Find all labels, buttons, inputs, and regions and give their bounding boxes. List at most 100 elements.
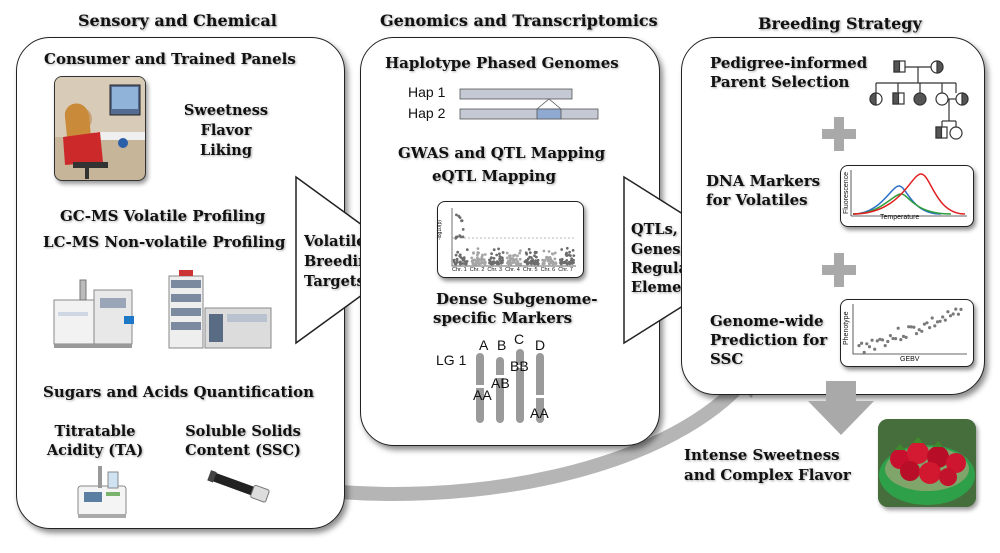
person-tasting-icon xyxy=(54,76,146,181)
sensory-column-title: Sensory and Chemical xyxy=(78,11,277,30)
attribute-flavor: Flavor xyxy=(200,122,252,139)
manhattan-point xyxy=(495,253,499,257)
manhattan-point xyxy=(562,261,566,264)
arrow-label-targets: Targets xyxy=(304,273,365,290)
manhattan-point xyxy=(482,258,486,262)
prediction-point xyxy=(930,316,934,320)
prediction-point xyxy=(935,320,940,324)
lg-label: LG 1 xyxy=(436,352,467,368)
outcome-line1: Intense Sweetness xyxy=(684,446,840,464)
manhattan-point xyxy=(543,259,547,262)
prediction-point xyxy=(873,347,877,351)
manhattan-point xyxy=(554,262,558,265)
manhattan-point xyxy=(534,259,537,263)
ta-label-line2: Acidity (TA) xyxy=(46,442,144,459)
prediction-point xyxy=(867,345,872,349)
manhattan-point xyxy=(542,249,546,253)
manhattan-point xyxy=(477,262,481,266)
pedigree-title-line1: Pedigree-informed xyxy=(710,54,868,72)
gp-ylabel: Phenotype xyxy=(843,311,850,345)
manhattan-point xyxy=(507,262,510,266)
manhattan-point xyxy=(498,255,502,258)
haplotype-bars xyxy=(459,88,599,120)
manhattan-point xyxy=(528,251,532,254)
manhattan-point xyxy=(553,251,557,255)
manhattan-point xyxy=(459,262,463,265)
titrator-icon xyxy=(77,466,127,518)
manhattan-point xyxy=(513,253,517,257)
manhattan-point xyxy=(461,259,465,262)
manhattan-point xyxy=(461,235,465,239)
lc-ms-instrument-icon xyxy=(168,270,272,349)
markers-title-line2: specific Markers xyxy=(433,309,573,327)
prediction-point xyxy=(904,335,908,339)
manhattan-point xyxy=(455,235,459,239)
strawberry-bowl-icon xyxy=(878,419,976,507)
manhattan-point xyxy=(570,257,573,260)
chromosome-label: Chr. 1 xyxy=(452,267,467,273)
manhattan-point xyxy=(530,262,533,266)
prediction-point xyxy=(928,326,932,330)
arrow-label-volatile: Volatile xyxy=(304,233,366,250)
manhattan-point xyxy=(461,228,465,231)
manhattan-point xyxy=(464,260,467,264)
refractometer-icon xyxy=(207,470,270,503)
manhattan-point xyxy=(551,260,555,264)
manhattan-point xyxy=(472,251,475,255)
manhattan-point xyxy=(501,261,504,264)
volatile-targets-arrow xyxy=(295,175,412,345)
manhattan-point xyxy=(498,252,501,256)
dna-xlabel: Temperature xyxy=(880,214,920,221)
manhattan-point xyxy=(513,258,517,262)
manhattan-point xyxy=(519,262,523,266)
manhattan-point xyxy=(465,248,469,251)
prediction-point xyxy=(933,324,937,328)
subgenome-A: A xyxy=(479,337,489,353)
manhattan-point xyxy=(475,259,478,263)
manhattan-point xyxy=(460,219,463,223)
prediction-point xyxy=(878,337,882,341)
prediction-point xyxy=(891,336,895,341)
manhattan-point xyxy=(572,258,575,262)
gp-title-line3: SSC xyxy=(710,350,744,368)
manhattan-point xyxy=(534,262,538,266)
subgenome-B: B xyxy=(497,337,507,353)
gp-title-line1: Genome-wide xyxy=(710,312,824,330)
prediction-point xyxy=(875,339,879,343)
melt-curve-plot xyxy=(840,165,974,227)
prediction-scatter-plot xyxy=(840,299,974,367)
prediction-point xyxy=(948,314,953,318)
manhattan-point xyxy=(476,251,480,254)
prediction-point xyxy=(886,339,890,344)
prediction-point xyxy=(941,315,945,319)
prediction-point xyxy=(917,328,921,332)
manhattan-plot xyxy=(437,201,584,278)
manhattan-point xyxy=(464,262,467,266)
manhattan-point xyxy=(565,251,568,255)
prediction-point xyxy=(912,325,916,329)
eqtl-label: eQTL Mapping xyxy=(432,167,556,185)
manhattan-point xyxy=(470,259,474,263)
prediction-point xyxy=(922,322,926,326)
manhattan-point xyxy=(497,262,501,266)
prediction-point xyxy=(865,342,869,346)
manhattan-point xyxy=(547,262,551,266)
subgenome-chromosomes xyxy=(475,349,545,423)
manhattan-point xyxy=(565,262,569,266)
manhattan-point xyxy=(454,253,458,257)
lcms-label: LC-MS Non-volatile Profiling xyxy=(43,233,286,251)
outcome-line2: and Complex Flavor xyxy=(684,466,851,484)
prediction-point xyxy=(907,325,911,329)
prediction-point xyxy=(896,326,900,330)
manhattan-point xyxy=(490,256,493,260)
allele-BB: BB xyxy=(510,358,529,374)
prediction-point xyxy=(909,325,913,329)
manhattan-point xyxy=(514,262,518,266)
manhattan-point xyxy=(480,258,484,261)
manhattan-point xyxy=(492,248,496,252)
gc-ms-instrument-icon xyxy=(53,279,134,348)
pedigree-title-line2: Parent Selection xyxy=(710,73,850,91)
manhattan-point xyxy=(565,254,569,257)
manhattan-point xyxy=(498,257,501,261)
manhattan-point xyxy=(535,255,538,259)
